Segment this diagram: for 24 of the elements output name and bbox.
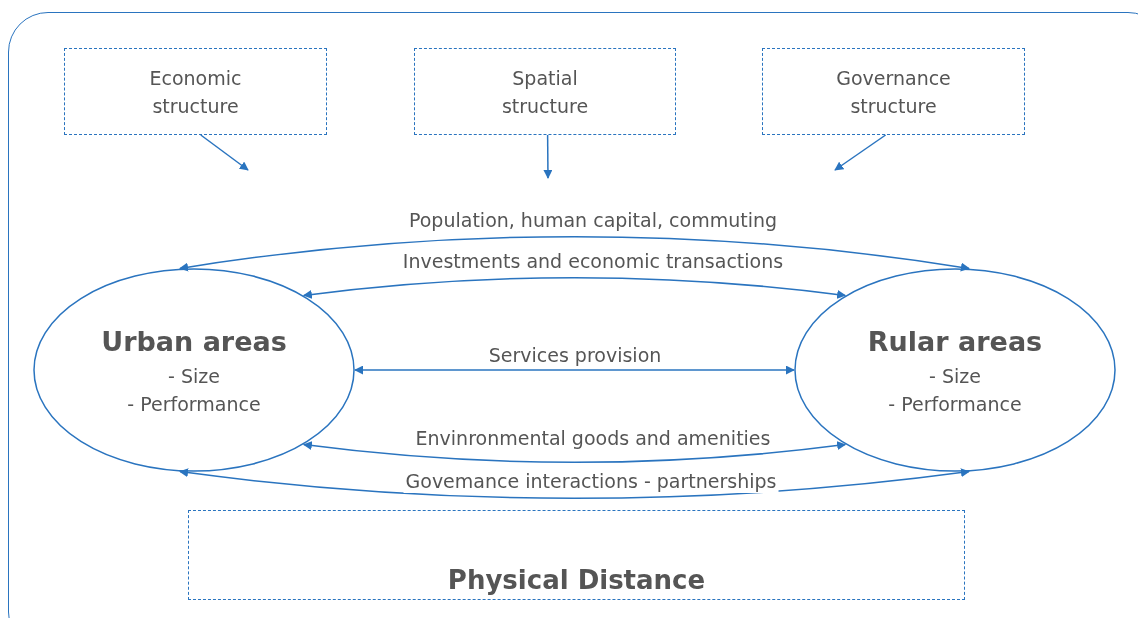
box-label: Spatial structure — [500, 65, 590, 119]
area-title: Rular areas — [867, 325, 1043, 359]
area-item: - Size — [168, 364, 220, 389]
arrow — [302, 441, 847, 464]
area-item: - Performance — [888, 392, 1022, 417]
box-label: Economic structure — [148, 65, 243, 119]
dashed-box — [414, 48, 676, 135]
arrow — [543, 134, 553, 179]
area-item: - Size — [929, 364, 981, 389]
area-title: Urban areas — [101, 325, 287, 359]
area-ellipse — [33, 268, 355, 472]
area-ellipse — [794, 268, 1116, 472]
area-item: - Performance — [127, 392, 261, 417]
dashed-box — [188, 510, 965, 600]
arrow — [200, 134, 249, 171]
arrow — [834, 134, 887, 171]
arrow — [354, 365, 795, 375]
box-title: Physical Distance — [447, 565, 706, 595]
arrow — [179, 468, 970, 500]
dashed-box — [64, 48, 327, 135]
arrow — [302, 276, 847, 299]
arrow — [179, 235, 970, 272]
box-label: Governance structure — [835, 65, 952, 119]
dashed-box — [762, 48, 1025, 135]
